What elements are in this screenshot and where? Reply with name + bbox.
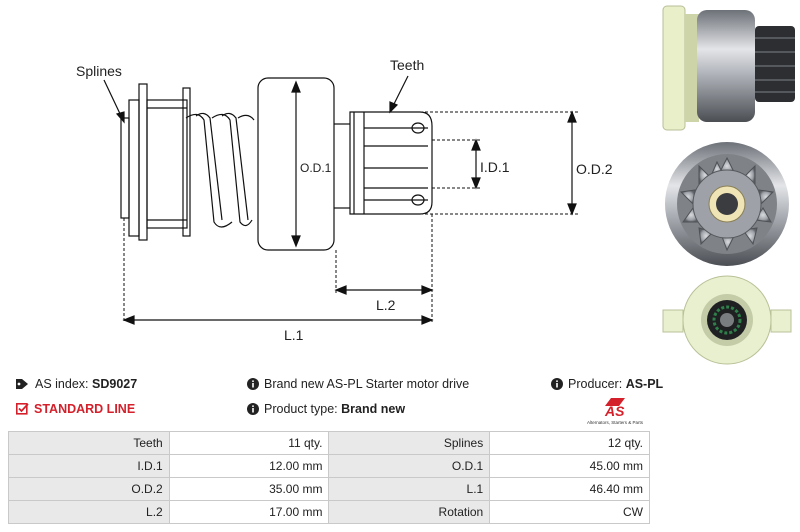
teeth-label: Teeth: [390, 57, 424, 73]
l2-label: L.2: [376, 297, 396, 313]
flange-inner: [120, 117, 130, 219]
spec-label: Splines: [328, 431, 491, 455]
as-index-row: AS index: SD9027: [16, 376, 137, 392]
logo-mark: AS: [604, 403, 625, 419]
front-view-photo: [665, 142, 789, 266]
spec-label: L.1: [328, 477, 491, 501]
as-index-label: AS index:: [35, 377, 89, 391]
info-icon: [551, 378, 563, 390]
technical-drawing: Splines Teeth O.D.1 I.D.1 O.D.2 L.2 L.1: [76, 57, 613, 343]
back-view-photo: [662, 275, 792, 365]
l1-label: L.1: [284, 327, 304, 343]
spec-value: 12.00 mm: [168, 454, 330, 478]
spec-value: CW: [489, 500, 650, 524]
od1-label: O.D.1: [300, 161, 332, 175]
spec-value: 17.00 mm: [168, 500, 330, 524]
spec-value: 45.00 mm: [489, 454, 650, 478]
splines-label: Splines: [76, 63, 122, 79]
flange-plate: [128, 99, 140, 237]
spec-label: L.2: [8, 500, 170, 524]
product-photos: [662, 5, 795, 365]
spec-label: Rotation: [328, 500, 491, 524]
producer-label: Producer:: [568, 377, 623, 391]
pinion-gear: [349, 111, 433, 215]
info-icon: [247, 378, 259, 390]
table-row: I.D.1 12.00 mm O.D.1 45.00 mm: [8, 454, 650, 478]
info-icon: [247, 403, 259, 415]
spec-table: Teeth 11 qty. Splines 12 qty. I.D.1 12.0…: [8, 431, 650, 524]
spec-value: 11 qty.: [168, 431, 330, 455]
as-index-value: SD9027: [92, 377, 138, 391]
spec-value: 46.40 mm: [489, 477, 650, 501]
table-row: Teeth 11 qty. Splines 12 qty.: [8, 431, 650, 455]
spec-label: O.D.1: [328, 454, 491, 478]
as-pl-logo: AS Alternators, Starters & Parts: [587, 398, 644, 425]
product-type-label: Product type:: [264, 402, 338, 416]
spec-value: 35.00 mm: [168, 477, 330, 501]
spec-label: Teeth: [8, 431, 170, 455]
product-type-row: Product type: Brand new: [247, 401, 405, 417]
checkbox-checked-icon: [16, 402, 29, 415]
description-text: Brand new AS-PL Starter motor drive: [264, 377, 470, 391]
logo-tagline: Alternators, Starters & Parts: [587, 420, 644, 425]
spec-label: I.D.1: [8, 454, 170, 478]
producer-value: AS-PL: [625, 377, 664, 391]
spec-label: O.D.2: [8, 477, 170, 501]
od2-label: O.D.2: [576, 161, 613, 177]
flange-outer: [138, 83, 148, 241]
hub-body: [146, 99, 188, 229]
tag-icon: [16, 379, 28, 389]
side-view-photo: [662, 5, 795, 131]
clutch-body: [257, 77, 335, 251]
standard-line-row: STANDARD LINE: [16, 401, 135, 417]
id1-label: I.D.1: [480, 159, 510, 175]
product-type-value: Brand new: [341, 402, 406, 416]
description-row: Brand new AS-PL Starter motor drive: [247, 376, 469, 392]
standard-line-label: STANDARD LINE: [34, 402, 136, 416]
producer-row: Producer: AS-PL: [551, 376, 663, 392]
spec-value: 12 qty.: [489, 431, 650, 455]
table-row: L.2 17.00 mm Rotation CW: [8, 500, 650, 524]
table-row: O.D.2 35.00 mm L.1 46.40 mm: [8, 477, 650, 501]
spring: [185, 112, 255, 228]
